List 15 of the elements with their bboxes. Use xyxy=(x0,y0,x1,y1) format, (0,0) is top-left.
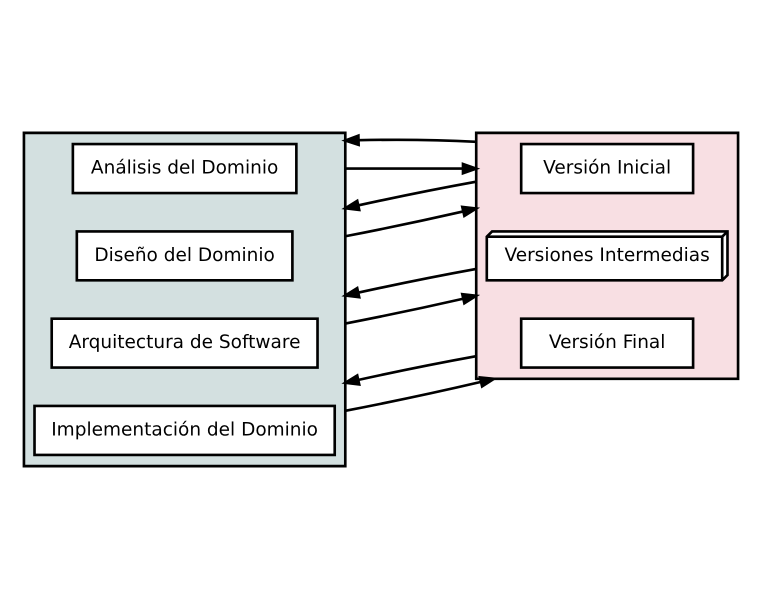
cluster xyxy=(474,132,740,380)
arrow xyxy=(345,162,480,176)
node-box: Versión Final xyxy=(520,317,694,369)
node-box: Diseño del Dominio xyxy=(76,230,294,282)
arrow xyxy=(341,180,476,212)
node-box: Arquitectura de Software xyxy=(50,317,319,369)
arrow xyxy=(341,268,476,299)
arrow xyxy=(341,354,476,386)
arrow xyxy=(345,292,480,325)
node-box: Versión Inicial xyxy=(520,142,694,194)
node-box: Análisis del Dominio xyxy=(72,142,298,194)
arrow xyxy=(341,134,476,147)
arrow xyxy=(345,205,480,238)
cluster xyxy=(22,132,347,468)
node-box: Implementación del Dominio xyxy=(33,404,336,456)
